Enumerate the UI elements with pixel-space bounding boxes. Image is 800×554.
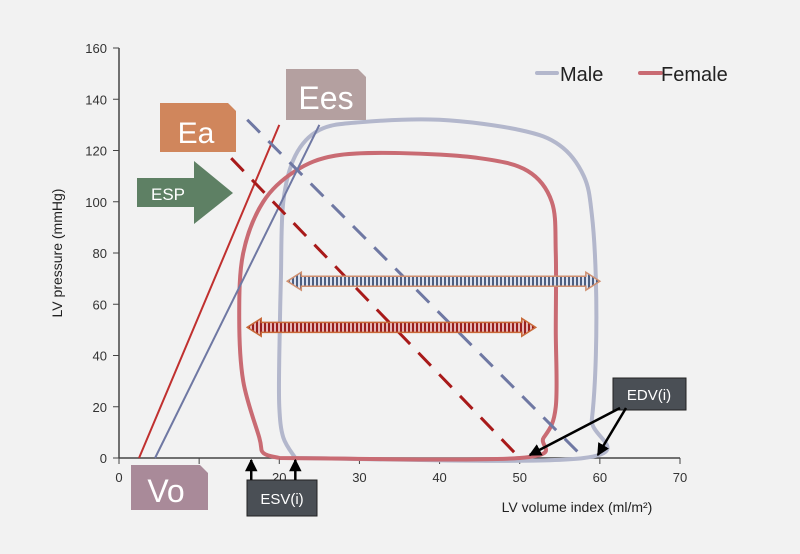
ees-label: Ees: [298, 80, 353, 116]
ees-male-line: [154, 124, 321, 459]
ees-female-line: [138, 124, 281, 459]
pv-loop-male: [276, 117, 610, 463]
relation-lines: [138, 118, 585, 460]
esv-annotation: ESV(i): [244, 458, 318, 517]
vo-label-box: Vo: [131, 465, 208, 510]
y-tick-label: 120: [85, 144, 107, 159]
y-ticks: 0 20 40 60 80 100 120 140 160: [85, 41, 119, 466]
legend-female-label: Female: [661, 64, 728, 86]
legend-male-label: Male: [560, 64, 603, 86]
ees-label-box: Ees: [286, 69, 366, 120]
vo-label: Vo: [147, 473, 184, 509]
x-tick-label: 60: [593, 470, 607, 485]
y-tick-label: 0: [100, 451, 107, 466]
ea-male-line: [246, 118, 585, 460]
stroke-volume-arrows: [245, 270, 602, 338]
y-tick-label: 100: [85, 195, 107, 210]
y-tick-label: 60: [93, 297, 107, 312]
x-tick-label: 40: [432, 470, 446, 485]
edv-box: [612, 377, 687, 411]
edv-label: EDV(i): [627, 387, 671, 404]
x-tick-label: 70: [673, 470, 687, 485]
x-ticks: 010203040506070: [115, 458, 687, 485]
y-tick-label: 140: [85, 92, 107, 107]
ea-female-line: [230, 157, 521, 460]
ea-label: Ea: [178, 117, 215, 150]
esp-label: ESP: [151, 185, 185, 204]
ea-label-box: Ea: [160, 103, 236, 152]
esv-label: ESV(i): [260, 491, 303, 508]
x-axis-title: LV volume index (ml/m²): [502, 499, 653, 515]
x-tick-label: 0: [115, 470, 122, 485]
esv-box: [246, 479, 318, 517]
stroke-volume-arrow-female: [245, 316, 538, 338]
esp-arrow: ESP: [137, 161, 233, 224]
edv-pointer-arrow: [528, 406, 621, 457]
stroke-volume-arrow-male: [285, 270, 602, 292]
pv-loop-female: [237, 150, 559, 462]
y-tick-label: 80: [93, 246, 107, 261]
y-tick-label: 160: [85, 41, 107, 56]
legend: Male Female: [535, 64, 728, 86]
x-tick-label: 30: [352, 470, 366, 485]
pv-loops: [237, 117, 610, 463]
y-tick-label: 20: [93, 400, 107, 415]
y-axis-title: LV pressure (mmHg): [49, 189, 65, 318]
edv-annotation: EDV(i): [528, 377, 687, 457]
x-tick-label: 50: [512, 470, 526, 485]
y-tick-label: 40: [93, 349, 107, 364]
edv-pointer-arrow: [596, 407, 628, 457]
